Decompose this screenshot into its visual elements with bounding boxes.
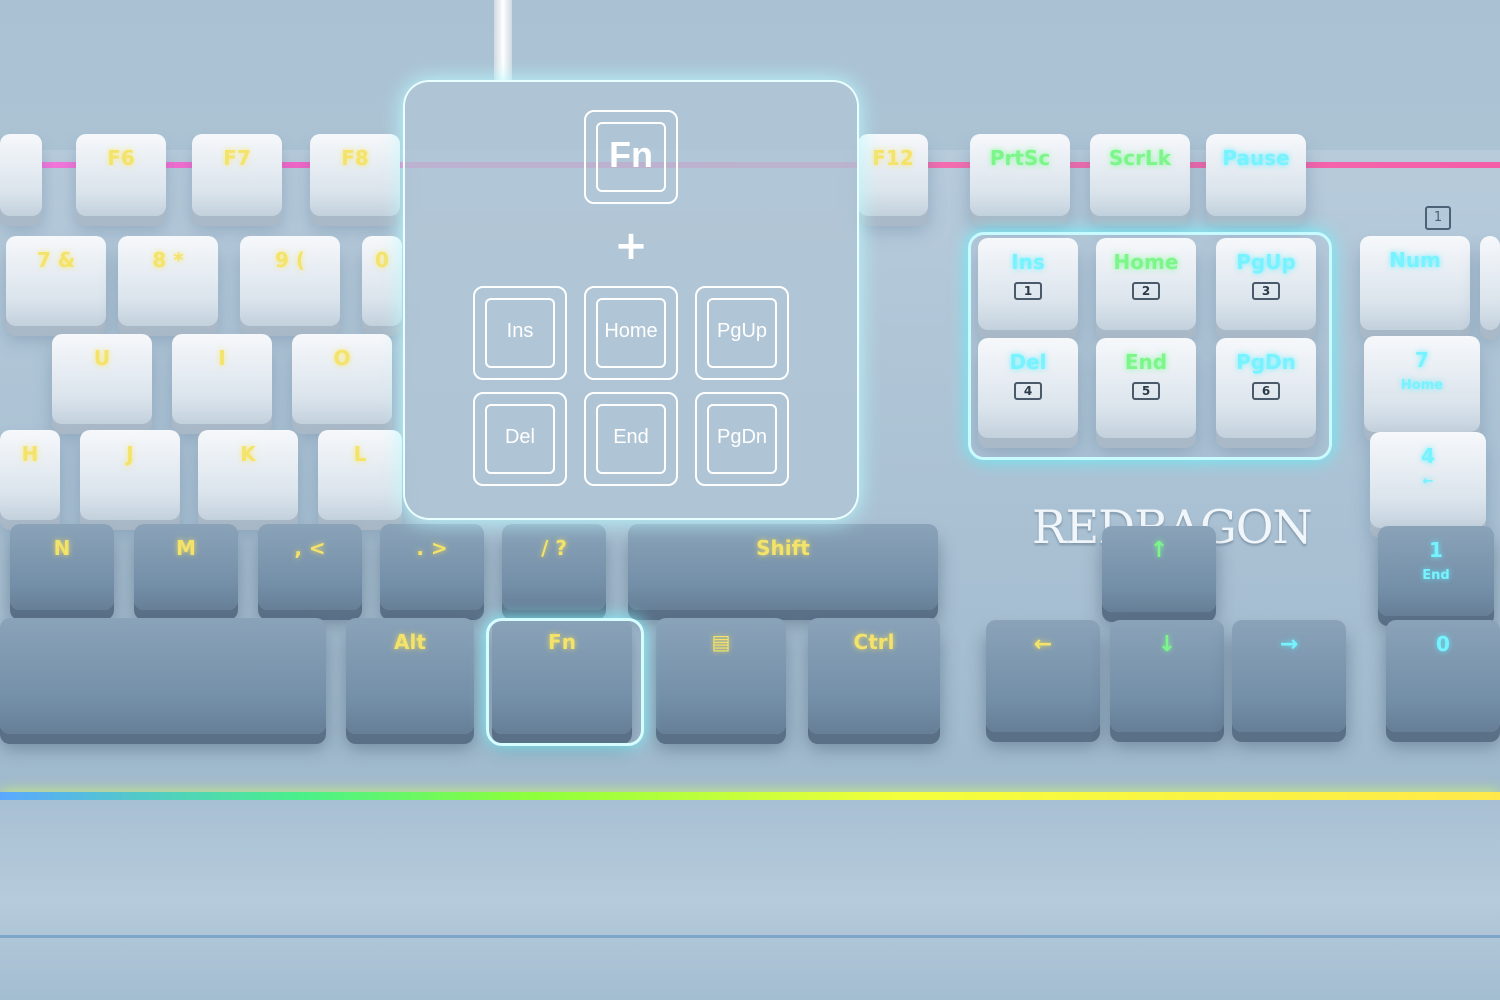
arrow-down-icon: ↓ — [1157, 632, 1177, 657]
panel-pgdn-key: PgDn — [695, 392, 789, 486]
key-comma[interactable]: , < — [258, 524, 362, 610]
key-prtsc[interactable]: PrtSc — [970, 134, 1070, 216]
key-scrlk[interactable]: ScrLk — [1090, 134, 1190, 216]
key-home[interactable]: Home 2 — [1096, 238, 1196, 330]
key-u[interactable]: U — [52, 334, 152, 424]
key-n[interactable]: N — [10, 524, 114, 610]
panel-fn-key: Fn — [584, 110, 678, 204]
key-9[interactable]: 9 ( — [240, 236, 340, 326]
key-arrow-up[interactable]: ↑ — [1102, 526, 1216, 612]
key-l[interactable]: L — [318, 430, 402, 520]
key-numpad-4[interactable]: 4 ← — [1370, 432, 1486, 528]
key-f5-partial[interactable] — [0, 134, 42, 216]
key-pgup[interactable]: PgUp 3 — [1216, 238, 1316, 330]
key-period[interactable]: . > — [380, 524, 484, 610]
key-f12[interactable]: F12 — [858, 134, 928, 216]
base-edge-line — [0, 935, 1500, 938]
key-f6[interactable]: F6 — [76, 134, 166, 216]
key-numpad-divide-partial[interactable] — [1480, 236, 1500, 330]
key-pause[interactable]: Pause — [1206, 134, 1306, 216]
key-i[interactable]: I — [172, 334, 272, 424]
key-0[interactable]: 0 — [362, 236, 402, 326]
key-arrow-left[interactable]: ← — [986, 620, 1100, 732]
key-slash[interactable]: / ? — [502, 524, 606, 610]
key-pgdn[interactable]: PgDn 6 — [1216, 338, 1316, 438]
key-o[interactable]: O — [292, 334, 392, 424]
rgb-light-strip-bottom — [0, 792, 1500, 800]
key-k[interactable]: K — [198, 430, 298, 520]
panel-ins-key: Ins — [473, 286, 567, 380]
key-j[interactable]: J — [80, 430, 180, 520]
panel-del-key: Del — [473, 392, 567, 486]
key-7[interactable]: 7 & — [6, 236, 106, 326]
key-del[interactable]: Del 4 — [978, 338, 1078, 438]
key-right-shift[interactable]: Shift — [628, 524, 938, 610]
key-numlock[interactable]: Num — [1360, 236, 1470, 330]
arrow-left-icon: ← — [1033, 632, 1053, 657]
key-menu[interactable]: ▤ — [656, 618, 786, 734]
arrow-up-icon: ↑ — [1149, 538, 1169, 563]
panel-end-key: End — [584, 392, 678, 486]
key-arrow-down[interactable]: ↓ — [1110, 620, 1224, 732]
plus-sign: + — [614, 223, 648, 269]
arrow-right-icon: → — [1279, 632, 1299, 657]
fn-key-highlight — [486, 618, 644, 746]
nav-cluster-highlight — [968, 232, 1332, 460]
key-numpad-1[interactable]: 1 End — [1378, 526, 1494, 616]
key-arrow-right[interactable]: → — [1232, 620, 1346, 732]
menu-icon: ▤ — [711, 630, 731, 654]
keyboard-base — [0, 800, 1500, 1000]
key-ctrl[interactable]: Ctrl — [808, 618, 940, 734]
key-h[interactable]: H — [0, 430, 60, 520]
key-fn[interactable]: Fn — [492, 618, 632, 734]
key-alt[interactable]: Alt — [346, 618, 474, 734]
fn-shortcut-panel: Fn + Ins Home PgUp Del End PgDn — [403, 80, 859, 520]
key-numpad-0[interactable]: 0 — [1386, 620, 1500, 732]
numlock-indicator: 1 — [1425, 206, 1451, 230]
key-end[interactable]: End 5 — [1096, 338, 1196, 438]
key-8[interactable]: 8 * — [118, 236, 218, 326]
key-f8[interactable]: F8 — [310, 134, 400, 216]
key-m[interactable]: M — [134, 524, 238, 610]
key-ins[interactable]: Ins 1 — [978, 238, 1078, 330]
key-spacebar[interactable] — [0, 618, 326, 734]
key-f7[interactable]: F7 — [192, 134, 282, 216]
key-numpad-7[interactable]: 7 Home — [1364, 336, 1480, 432]
panel-home-key: Home — [584, 286, 678, 380]
panel-pgup-key: PgUp — [695, 286, 789, 380]
keyboard-cable — [494, 0, 512, 80]
